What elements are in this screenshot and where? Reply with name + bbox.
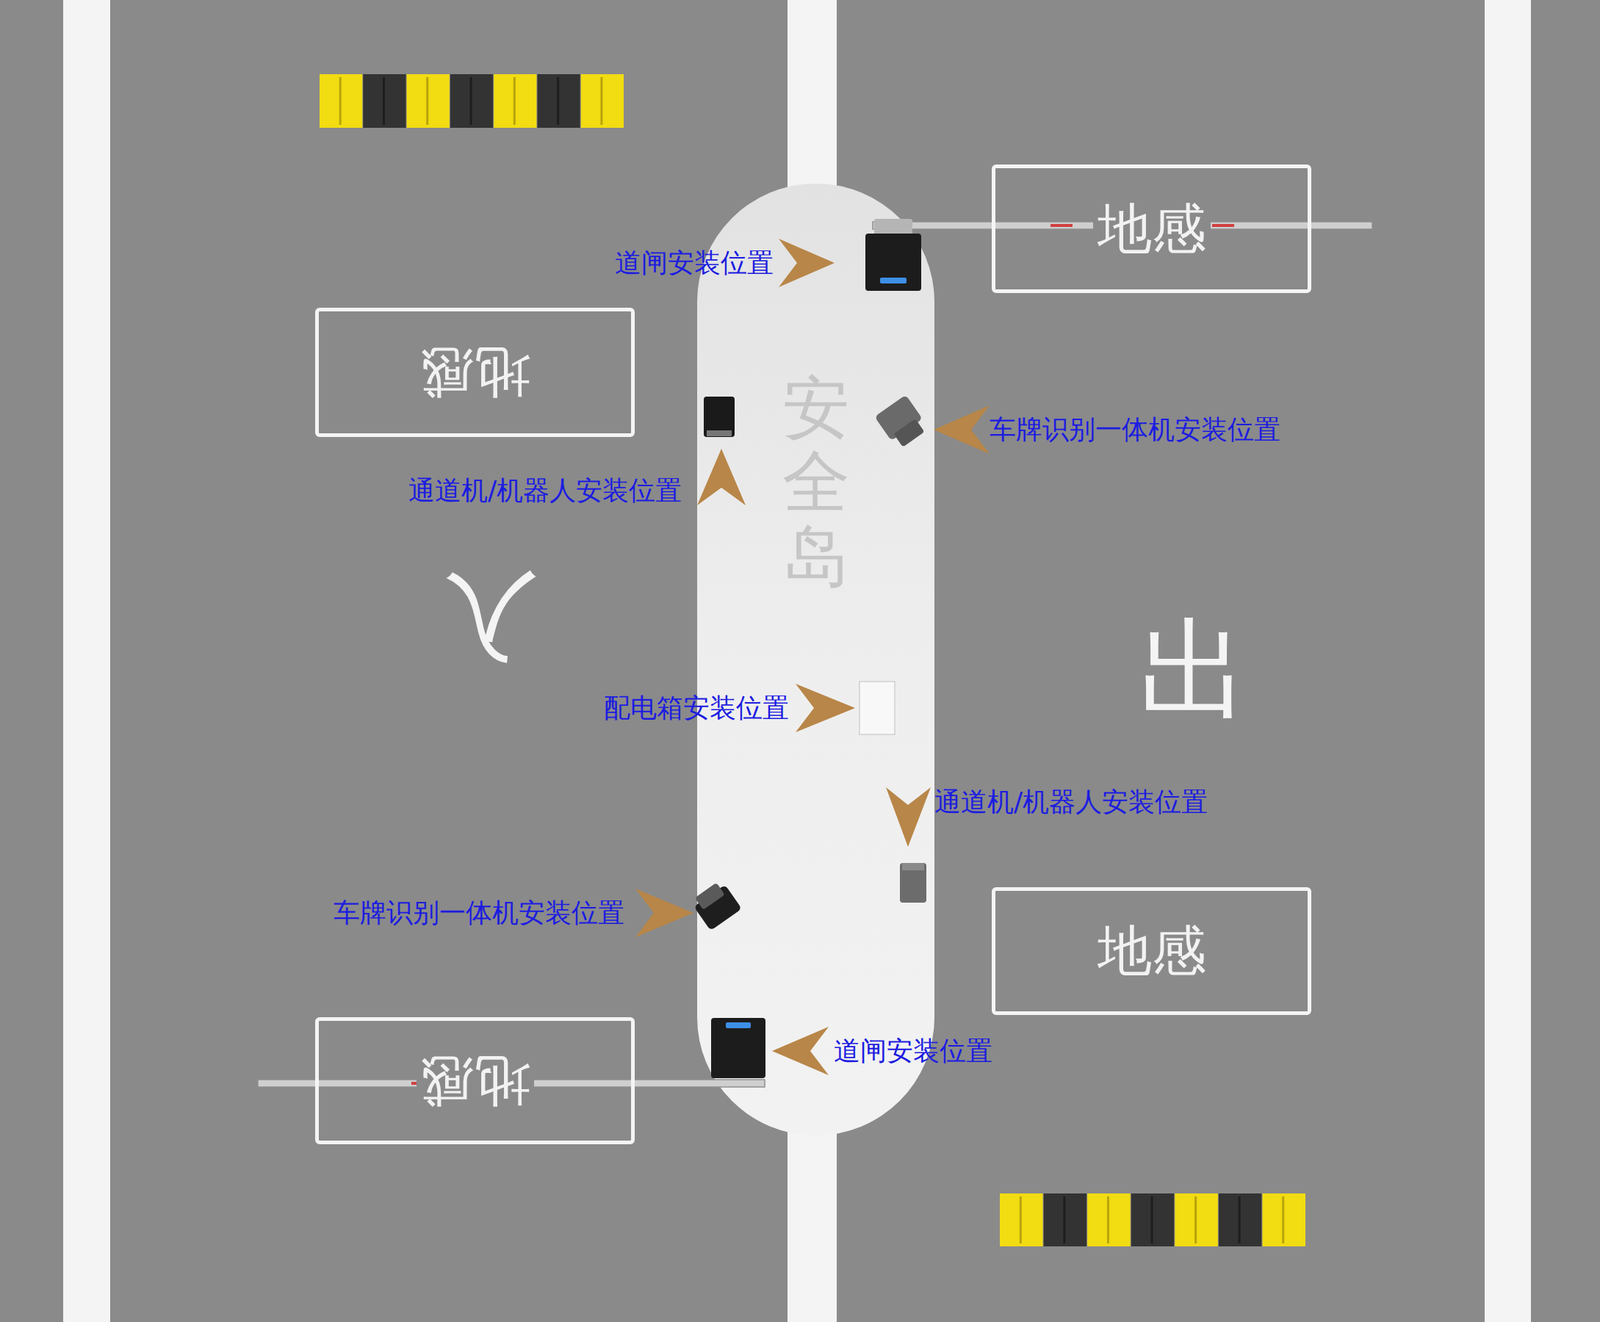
bump-groove [339,77,342,125]
bump-groove [556,77,560,125]
island-label: 安全岛 [782,370,850,595]
bump-block [1043,1193,1088,1247]
bump-block [1131,1193,1175,1247]
lpr-camera [874,395,930,452]
callout-arrow [933,405,990,454]
ground-loop-box: 地感 [315,307,635,438]
bump-groove [1019,1196,1022,1244]
loop-label: 地感 [416,1051,535,1111]
bump-block [999,1193,1044,1247]
bump-block [362,74,406,128]
callout-arrows [635,238,990,1076]
safety-island [697,183,935,1136]
callout-label: 道闸安装位置 [614,247,774,278]
speed-bumps [319,74,1306,1247]
callout-label: 车牌识别一体机安装位置 [989,414,1281,445]
bump-block [581,74,624,128]
ground-loop-box: 地感 [991,164,1312,294]
lpr-camera [689,879,742,931]
bump-groove [1238,1196,1241,1244]
ground-loop-box: 地感 [315,1017,635,1145]
channel-machine [703,396,735,438]
bump-groove [1151,1196,1154,1244]
bump-block [537,74,580,128]
callout-label: 道闸安装位置 [833,1035,993,1066]
barrier-cap [874,218,913,236]
callout-arrow [772,1026,829,1076]
callout-label: 配电箱安装位置 [603,692,789,723]
lane-strip [1484,0,1531,1322]
barrier-gate [865,233,922,291]
callout-arrow [885,787,931,848]
arm-mark [1050,224,1073,227]
bump-block [450,74,493,128]
bump-block [1087,1193,1131,1247]
bump-groove [600,77,603,125]
bump-block [1174,1193,1218,1247]
callout-arrow [635,888,694,938]
bump-groove [1107,1196,1110,1244]
callout-arrow [697,448,746,506]
bump-groove [1194,1196,1197,1244]
callout-label: 车牌识别一体机安装位置 [333,897,625,928]
bump-groove [1281,1196,1285,1244]
callout-arrow [778,238,835,288]
loop-label: 地感 [416,342,535,402]
channel-machine [899,863,927,903]
loop-label: 地感 [1093,199,1211,259]
ground-loop-box: 地感 [991,887,1312,1016]
channel-machine-base [706,430,732,437]
direction-mark: 出 [1138,614,1249,726]
safety-island-area: 安全岛 [697,183,935,1136]
bump-groove [382,77,385,125]
callout-arrow [795,683,856,733]
bump-groove [1062,1196,1066,1244]
bump-block [406,74,450,128]
channel-machine-top [902,863,925,871]
bump-block [319,74,363,128]
bump-block [1218,1193,1263,1247]
lane-strip [63,0,111,1322]
loop-label: 地感 [1093,921,1211,981]
distribution-box [859,681,895,735]
direction-mark: 入 [442,570,538,665]
bump-groove [513,77,516,125]
bump-groove [426,77,429,125]
barrier-light [880,277,907,284]
bump-block [493,74,537,128]
callout-label: 通道机/机器人安装位置 [934,786,1208,817]
barrier-light [725,1022,751,1029]
barrier-gate [711,1018,766,1079]
arm-mark [1212,224,1235,227]
bump-groove [470,77,473,125]
bump-block [1262,1193,1306,1247]
callout-label: 通道机/机器人安装位置 [408,475,682,506]
